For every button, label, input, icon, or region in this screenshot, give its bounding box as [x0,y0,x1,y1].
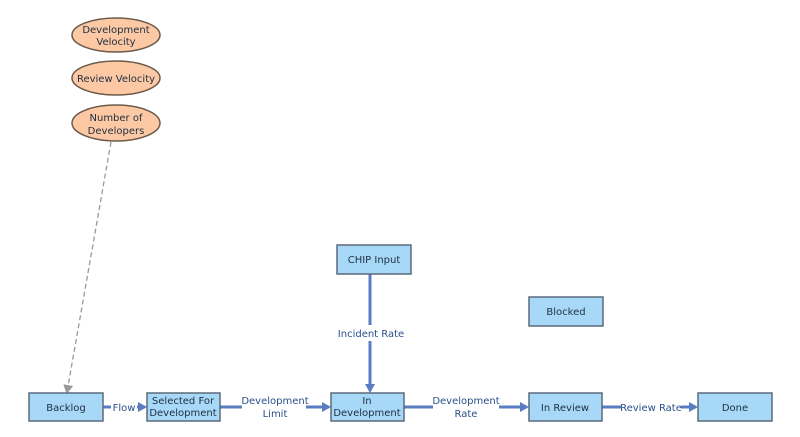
review-velocity-label: Review Velocity [77,74,155,85]
variable-number-of-developers[interactable]: Number of Developers [71,104,161,142]
development-velocity-label-1: Development [82,25,149,36]
stock-in-development[interactable]: In Development [330,392,405,422]
selected-label-1: Selected For [152,396,215,407]
stock-blocked[interactable]: Blocked [528,296,604,327]
in-development-label-1: In [362,396,371,407]
stock-in-review[interactable]: In Review [528,392,603,422]
development-rate-text-2: Rate [455,409,478,420]
stock-chip-input[interactable]: CHIP Input [336,244,412,275]
flow-label-development-limit[interactable]: Development Limit [241,396,309,420]
development-rate-text-1: Development [432,396,499,407]
stock-selected-for-development[interactable]: Selected For Development [146,392,221,422]
development-velocity-label-2: Velocity [96,37,135,48]
number-of-developers-label-1: Number of [90,113,143,124]
flow-label-flow[interactable]: Flow [111,400,137,414]
influence-link-developers-to-backlog [63,141,112,394]
flow-label-flow-text: Flow [113,403,136,414]
in-development-label-2: Development [333,408,400,419]
in-review-label: In Review [541,403,589,414]
development-limit-text-1: Development [241,396,308,407]
blocked-label: Blocked [546,307,585,318]
selected-label-2: Development [149,408,216,419]
done-label: Done [722,403,748,414]
chip-input-label: CHIP Input [348,255,401,266]
variable-review-velocity[interactable]: Review Velocity [71,60,161,96]
development-limit-text-2: Limit [263,409,288,420]
stock-backlog[interactable]: Backlog [28,392,104,422]
number-of-developers-label-2: Developers [88,126,145,137]
stock-done[interactable]: Done [697,392,773,422]
variable-development-velocity[interactable]: Development Velocity [71,17,161,53]
flow-label-review-rate[interactable]: Review Rate [620,400,682,414]
flow-label-incident-rate[interactable]: Incident Rate [336,325,406,341]
review-rate-text: Review Rate [620,403,682,414]
flow-label-development-rate[interactable]: Development Rate [432,396,500,420]
incident-rate-text: Incident Rate [338,329,404,340]
backlog-label: Backlog [46,403,86,414]
